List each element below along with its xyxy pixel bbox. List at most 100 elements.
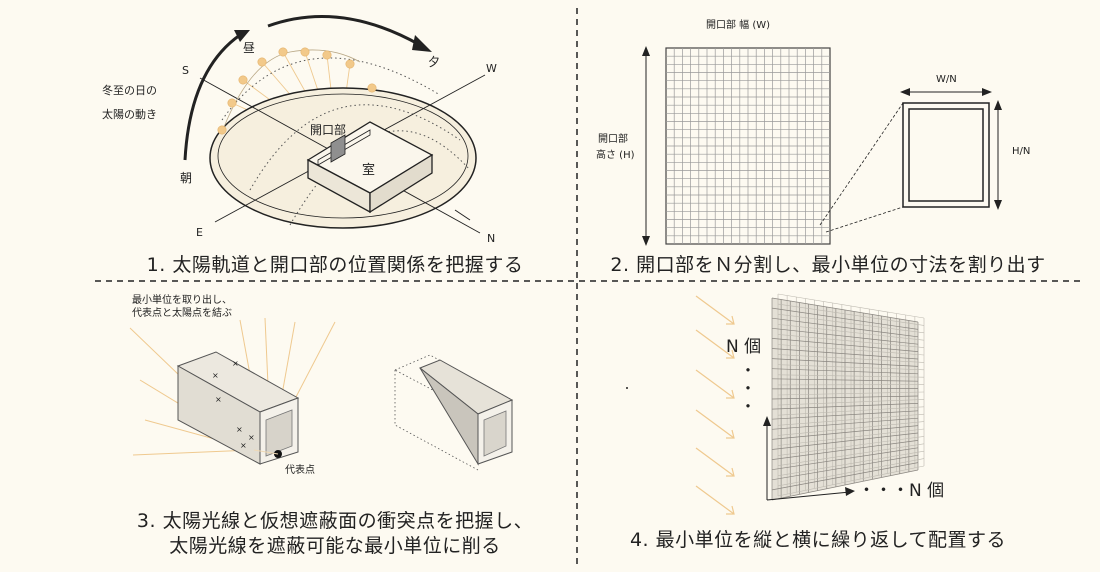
zoom-line-bottom: [825, 206, 904, 233]
collision-x-mark: ×: [240, 441, 247, 450]
sun-point: [300, 47, 310, 57]
label-dot-3: ・: [740, 397, 756, 416]
array-line-horizontal-back: [777, 334, 925, 348]
array-line-horizontal-back: [777, 428, 925, 446]
label-evening: 夕: [428, 55, 440, 69]
array-line-horizontal: [771, 417, 919, 430]
collision-x-mark: ×: [248, 433, 255, 442]
label-dot-1: ・: [740, 361, 756, 380]
array-line-horizontal-back: [777, 436, 925, 456]
cut-unit-dotted-top: [394, 354, 513, 415]
panel4-sun-rays: [695, 295, 735, 515]
array-line-horizontal: [771, 327, 919, 345]
array-axis-vertical-head: [763, 416, 771, 426]
array-line-horizontal-back: [777, 303, 925, 326]
collision-x-mark: ×: [232, 359, 239, 368]
sun-arc: [221, 49, 361, 133]
label-top-line2: 代表点と太陽点を結ぶ: [132, 306, 232, 319]
label-n-left: N 個: [726, 337, 761, 357]
arrow-head-2: [412, 35, 432, 52]
array-line-horizontal: [771, 378, 919, 382]
label-top-line1: 最小単位を取り出し、: [132, 293, 232, 306]
label-noon: 昼: [243, 41, 255, 55]
arrow-head-1: [234, 30, 250, 42]
label-height-line2: 高さ (H): [596, 148, 635, 161]
panel3-ray: [132, 449, 253, 456]
array-line-horizontal-back: [777, 344, 925, 356]
cut-unit-front-inner: [483, 410, 507, 457]
array-line-horizontal: [771, 454, 919, 481]
array-line-horizontal: [771, 403, 919, 410]
dim-wn-arrow-left: [900, 88, 910, 96]
array-line-horizontal: [771, 368, 919, 375]
label-winter-line1: 冬至の日の: [102, 83, 157, 97]
label-dir-e: E: [196, 226, 203, 239]
sun-path-dotted-1: [221, 57, 441, 121]
panel4-ray-head: [726, 315, 735, 325]
sun-point: [345, 59, 355, 69]
caption-panel1: 1. 太陽軌道と開口部の位置関係を把握する: [146, 254, 524, 276]
rep-point-leader: [253, 449, 279, 455]
array-line-horizontal-back: [777, 364, 925, 371]
sun-point: [367, 83, 377, 93]
panel4-ray: [695, 485, 735, 515]
label-winter-line2: 太陽の動き: [102, 107, 157, 121]
panel4-ray-head: [726, 349, 735, 359]
array-line-horizontal: [771, 432, 919, 450]
sun-point: [278, 47, 288, 57]
sun-point: [238, 75, 248, 85]
dim-height-arrow-bottom: [642, 236, 650, 246]
opening-grid-lines: [666, 48, 830, 244]
array-line-horizontal: [771, 410, 919, 420]
caption-panel4: 4. 最小単位を縦と横に繰り返して配置する: [629, 529, 1007, 551]
array-line-horizontal-back: [777, 450, 925, 477]
caption-panel3-line2: 太陽光線を遮蔽可能な最小単位に削る: [169, 535, 501, 557]
collision-x-mark: ×: [215, 395, 222, 404]
array-line-horizontal-back: [777, 458, 925, 487]
panel4-ray-head: [726, 505, 735, 515]
caption-panel3-line1: 3. 太陽光線と仮想遮蔽面の衝突点を把握し、: [136, 510, 534, 532]
array-line-horizontal-back: [777, 374, 925, 378]
panel4-ray-head: [726, 467, 735, 477]
array-line-horizontal: [771, 462, 919, 491]
array-line-horizontal-back: [777, 324, 925, 341]
zoom-line-top: [819, 102, 904, 226]
array-line-horizontal-back: [777, 465, 925, 497]
opening-window: [330, 134, 346, 163]
label-morning: 朝: [180, 171, 192, 185]
label-n-bottom: ・・・N 個: [858, 481, 944, 501]
array-line-horizontal: [771, 447, 919, 471]
dim-hn-arrow-bottom: [994, 200, 1002, 210]
collision-x-mark: ×: [236, 425, 243, 434]
array-line-horizontal: [771, 307, 919, 330]
array-line-horizontal: [771, 297, 919, 323]
array-line-horizontal-back: [777, 391, 925, 396]
arrow-noon-evening: [267, 15, 421, 47]
array-line-horizontal-back: [777, 399, 925, 406]
sun-path-dotted-2: [249, 104, 461, 191]
dim-height-arrow-top: [642, 46, 650, 56]
array-line-horizontal: [771, 358, 919, 367]
label-wn: W/N: [936, 74, 957, 85]
label-rep-point: 代表点: [285, 463, 315, 476]
room-inner-wall: [317, 129, 371, 166]
stray-dot: [626, 387, 628, 389]
panel4-ray: [695, 295, 735, 325]
array-line-horizontal: [771, 440, 919, 460]
sun-point: [227, 98, 237, 108]
panel3-unit-cutting: ×××××× 最小単位を取り出し、 代表点と太陽点を結ぶ 代表点: [129, 293, 514, 476]
arrow-morning-noon: [183, 33, 241, 161]
array-line-horizontal: [771, 317, 919, 338]
ground-ellipse-inner: [217, 93, 469, 219]
panel1-sun-path-diagram: 冬至の日の 太陽の動き 昼 夕 朝 開口部 室 S W E N: [102, 15, 497, 245]
array-line-horizontal: [771, 395, 919, 400]
label-dir-n: N: [487, 232, 495, 245]
label-dir-s: S: [182, 64, 189, 77]
panel4-ray: [695, 329, 735, 359]
array-line-horizontal-back: [777, 293, 925, 319]
tick-sw: [454, 209, 471, 221]
collision-marks: ××××××: [212, 359, 255, 450]
prism-front-inner: [265, 409, 293, 457]
label-hn: H/N: [1012, 146, 1030, 157]
unit-array: [771, 293, 925, 501]
